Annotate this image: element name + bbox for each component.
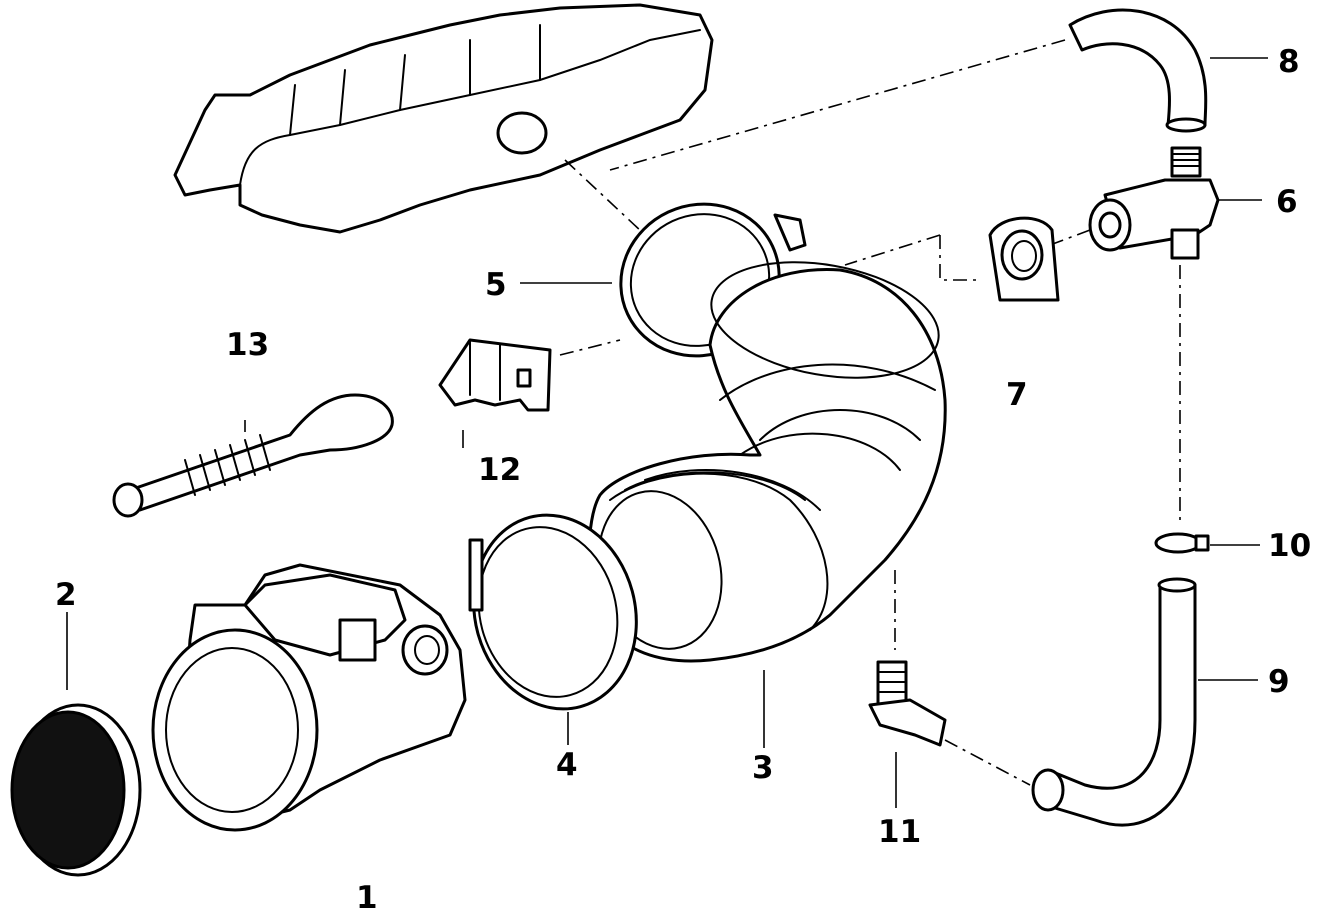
label-11: 11 xyxy=(878,814,921,850)
label-1: 1 xyxy=(356,880,378,912)
label-4: 4 xyxy=(556,747,578,783)
label-8: 8 xyxy=(1278,44,1300,80)
clamp-band-4 xyxy=(468,513,638,711)
bracket-12 xyxy=(438,338,552,412)
lever-13 xyxy=(112,393,394,518)
grommet-7 xyxy=(988,216,1060,302)
label-9: 9 xyxy=(1268,664,1290,700)
hose-clamp-10 xyxy=(1154,532,1210,554)
elbow-fitting-11 xyxy=(868,660,947,747)
hose-9 xyxy=(1031,577,1197,827)
label-2: 2 xyxy=(55,577,77,613)
intake-manifold xyxy=(173,3,714,234)
air-flow-meter-1 xyxy=(151,563,467,832)
intake-boot-3 xyxy=(587,261,947,663)
label-6: 6 xyxy=(1276,184,1298,220)
label-3: 3 xyxy=(752,750,774,786)
label-10: 10 xyxy=(1268,528,1311,564)
label-5: 5 xyxy=(485,267,507,303)
label-12: 12 xyxy=(478,452,521,488)
filter-screen-2 xyxy=(10,703,142,877)
callout-labels: 1 2 3 4 5 6 7 8 9 10 11 12 13 xyxy=(55,44,1311,912)
valve-6 xyxy=(1088,146,1220,260)
label-7: 7 xyxy=(1006,377,1028,413)
leader-lines xyxy=(66,57,1268,808)
label-13: 13 xyxy=(226,327,269,363)
hose-8 xyxy=(1068,8,1208,133)
